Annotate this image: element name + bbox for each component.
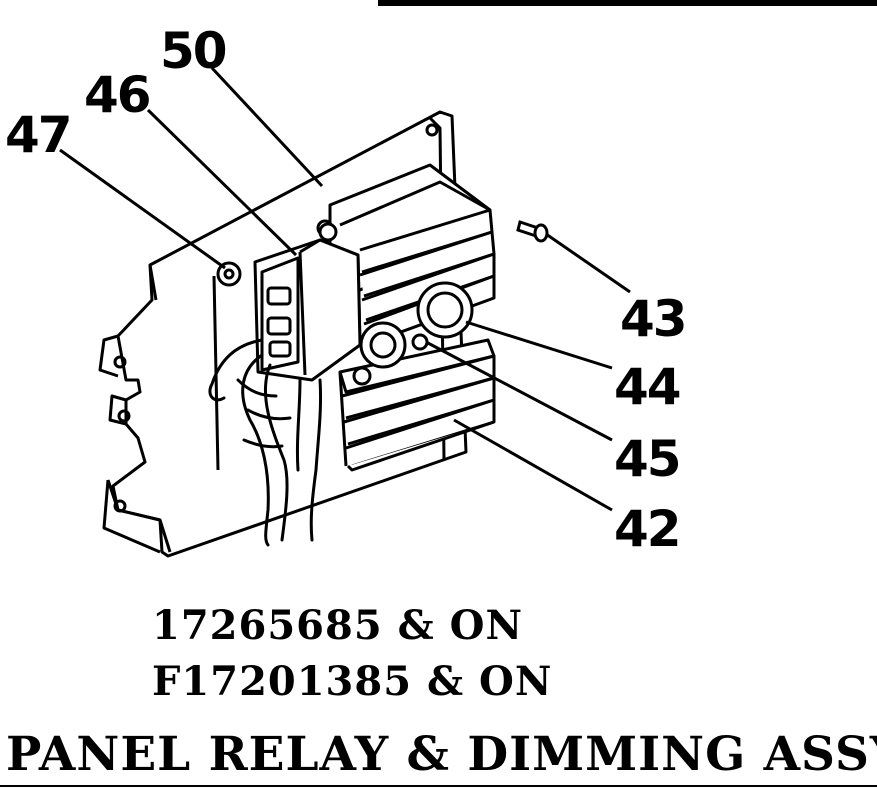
mount-screw bbox=[212, 261, 242, 471]
callout-45: 45 bbox=[614, 430, 680, 488]
leader-lines bbox=[59, 66, 631, 512]
callout-43: 43 bbox=[620, 290, 686, 348]
callout-50: 50 bbox=[160, 22, 226, 80]
wire-harness bbox=[208, 338, 323, 547]
assembly-title: PANEL RELAY & DIMMING ASSY bbox=[6, 727, 877, 782]
serial-range-2: F17201385 & ON bbox=[152, 658, 553, 705]
semiconductor-devices bbox=[359, 281, 474, 369]
callout-47: 47 bbox=[5, 106, 71, 164]
serial-range-1: 17265685 & ON bbox=[152, 602, 524, 649]
callout-42: 42 bbox=[614, 500, 680, 558]
callout-46: 46 bbox=[84, 66, 150, 124]
lower-heat-sink bbox=[338, 338, 496, 472]
screw-item-43 bbox=[516, 220, 549, 243]
top-rule bbox=[378, 0, 877, 6]
callout-44: 44 bbox=[614, 358, 680, 416]
relay-body bbox=[253, 222, 362, 382]
